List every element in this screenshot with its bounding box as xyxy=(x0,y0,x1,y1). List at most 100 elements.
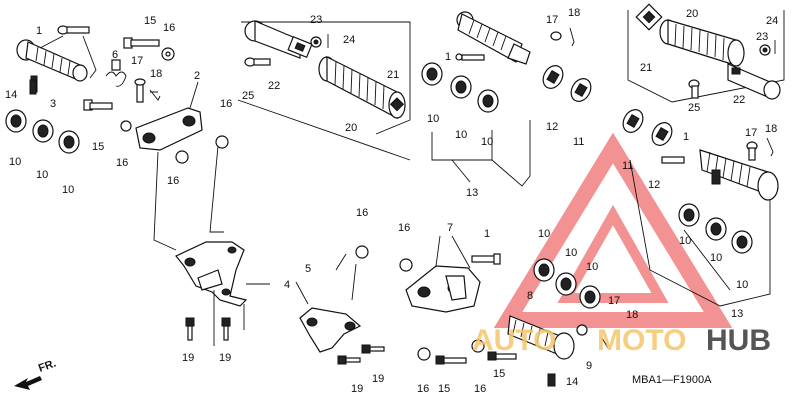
label-24: 24 xyxy=(766,15,778,27)
callout-labels: 1 15 16 6 17 18 2 14 3 16 15 10 10 10 16… xyxy=(5,7,778,395)
label-14: 14 xyxy=(5,89,17,101)
top-right-peg-assembly xyxy=(627,3,785,103)
lower-bracket-5 xyxy=(295,253,385,365)
label-9: 9 xyxy=(586,360,592,372)
label-15: 15 xyxy=(92,141,104,153)
label-22: 22 xyxy=(268,80,280,92)
front-arrow: FR. xyxy=(14,357,58,390)
washer-16-center-a xyxy=(355,245,369,259)
bolt-14-left xyxy=(29,79,37,95)
bushings-10-center xyxy=(421,62,499,113)
label-19: 19 xyxy=(351,383,363,395)
shaft-22-right xyxy=(727,63,781,100)
watermark-hub: HUB xyxy=(706,324,771,357)
rubber-peg-20 xyxy=(318,56,406,119)
label-7: 7 xyxy=(447,222,453,234)
bushings-10-left xyxy=(5,109,80,154)
bolt-25-right xyxy=(688,79,700,99)
label-10: 10 xyxy=(586,261,598,273)
front-arrow-label: FR. xyxy=(37,357,58,374)
label-15: 15 xyxy=(438,383,450,395)
footpeg-left xyxy=(16,39,88,93)
label-18: 18 xyxy=(568,7,580,19)
label-25: 25 xyxy=(242,90,254,102)
reference-code: MBA1—F1900A xyxy=(632,374,712,386)
label-21: 21 xyxy=(640,62,652,74)
shaft-22 xyxy=(244,20,313,59)
bushings-10-right xyxy=(678,203,753,254)
pin-17-right xyxy=(746,141,758,161)
washer-16-lower xyxy=(175,150,189,164)
bolts-19-left xyxy=(185,317,231,341)
bolt-1-center xyxy=(455,53,485,61)
label-3: 3 xyxy=(50,98,56,110)
spring-6 xyxy=(105,59,127,87)
washer-16-right xyxy=(215,135,229,149)
pin-17-left xyxy=(134,78,146,103)
label-19: 19 xyxy=(182,352,194,364)
label-18: 18 xyxy=(626,309,638,321)
label-15: 15 xyxy=(144,15,156,27)
label-16: 16 xyxy=(163,22,175,34)
label-17: 17 xyxy=(131,55,143,67)
bolt-1-right xyxy=(661,156,685,164)
clip-18-center xyxy=(569,27,575,47)
label-1: 1 xyxy=(445,51,451,63)
label-12: 12 xyxy=(546,121,558,133)
label-16: 16 xyxy=(220,98,232,110)
rubbers-12-11-center xyxy=(542,65,592,102)
clip-18-right xyxy=(766,137,774,157)
clip-18-left xyxy=(149,89,161,101)
label-16: 16 xyxy=(474,383,486,395)
grip-peg-right xyxy=(699,149,779,201)
label-11: 11 xyxy=(573,136,584,148)
label-20: 20 xyxy=(345,122,357,134)
label-10: 10 xyxy=(36,169,48,181)
watermark-logo: AUTO MOTO HUB xyxy=(472,324,771,357)
washer-16-center-b xyxy=(399,258,413,272)
label-10: 10 xyxy=(538,228,550,240)
label-10: 10 xyxy=(736,279,748,291)
bolt-1-lower xyxy=(471,253,501,265)
rubbers-11-12-right xyxy=(622,109,673,146)
bolt-15-bottom-a xyxy=(435,355,467,365)
label-4: 4 xyxy=(284,279,290,291)
label-10: 10 xyxy=(9,156,21,168)
pin-17-center xyxy=(550,31,562,41)
label-10: 10 xyxy=(62,184,74,196)
upper-left-peg-assembly xyxy=(5,25,229,251)
bolt-1-top xyxy=(57,25,90,35)
right-middle-assembly xyxy=(622,109,779,307)
label-10: 10 xyxy=(455,129,467,141)
label-18: 18 xyxy=(150,68,162,80)
label-19: 19 xyxy=(219,352,231,364)
label-20: 20 xyxy=(686,8,698,20)
label-21: 21 xyxy=(387,69,399,81)
label-1: 1 xyxy=(484,228,490,240)
rubber-peg-20-right xyxy=(659,19,745,67)
bolts-19-center xyxy=(337,344,385,365)
label-10: 10 xyxy=(427,113,439,125)
rubber-11-12-topright xyxy=(635,3,663,31)
label-1: 1 xyxy=(36,25,42,37)
center-right-top-assembly xyxy=(421,11,592,187)
center-lower-bracket-7 xyxy=(355,235,501,313)
label-14: 14 xyxy=(566,376,578,388)
label-5: 5 xyxy=(305,263,311,275)
watermark-auto: AUTO xyxy=(472,324,556,357)
label-11: 11 xyxy=(622,160,633,172)
label-16: 16 xyxy=(116,157,128,169)
bolt-14-bottom xyxy=(547,373,556,387)
label-22: 22 xyxy=(733,94,745,106)
label-17: 17 xyxy=(745,127,757,139)
bolt-25-left xyxy=(244,57,271,67)
watermark-triangle xyxy=(493,132,733,328)
label-19: 19 xyxy=(372,373,384,385)
bolt-15-bottom-b xyxy=(487,351,517,361)
label-12: 12 xyxy=(648,179,660,191)
lower-right-peg-8 xyxy=(507,258,609,360)
label-23: 23 xyxy=(310,14,322,26)
bracket-2 xyxy=(135,107,203,151)
label-25: 25 xyxy=(688,102,700,114)
